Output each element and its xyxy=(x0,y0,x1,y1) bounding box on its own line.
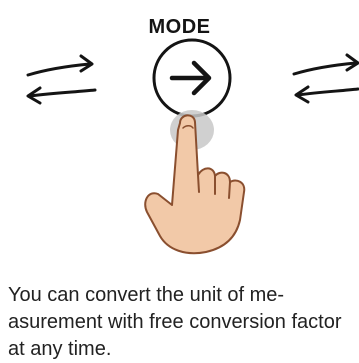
arrow-right-icon xyxy=(169,60,212,96)
hand-pointer-icon xyxy=(144,114,246,255)
mode-button[interactable] xyxy=(152,38,232,118)
caption-text: You can convert the unit of me-asurement… xyxy=(8,284,342,360)
mode-label: MODE xyxy=(148,16,211,38)
left-exchange-arrows-icon xyxy=(26,54,97,105)
diagram-illustration xyxy=(26,38,359,255)
right-exchange-arrows-icon xyxy=(292,53,359,104)
